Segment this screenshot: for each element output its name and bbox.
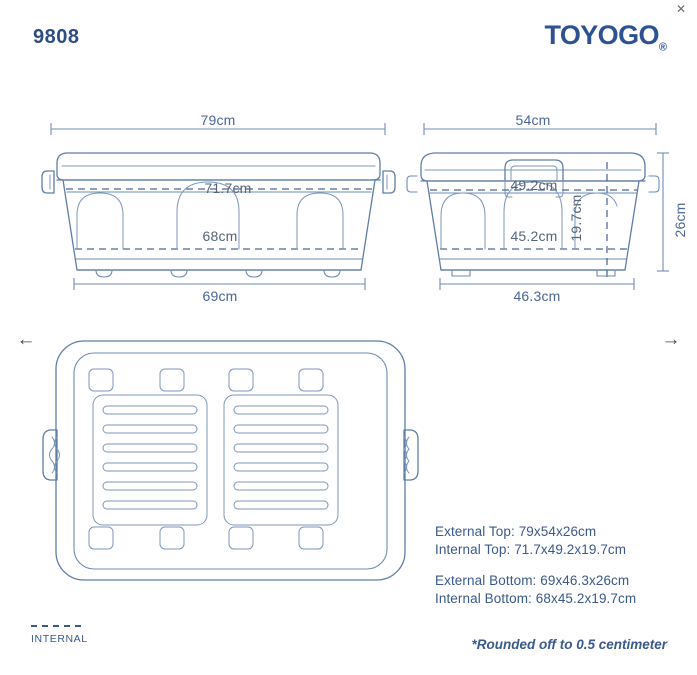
side-external-bottom-label: 46.3cm xyxy=(513,288,561,304)
legend-dashed-swatch xyxy=(31,625,81,627)
side-internal-bottom-label: 45.2cm xyxy=(510,228,558,244)
front-external-bottom-label: 69cm xyxy=(202,288,238,304)
side-view-group xyxy=(406,123,669,290)
top-view-right-handle xyxy=(403,429,419,481)
spec-internal-bottom: Internal Bottom: 68x45.2x19.7cm xyxy=(435,591,637,606)
side-internal-top-label: 49.2cm xyxy=(510,177,558,193)
side-internal-height-label: 19.7cm xyxy=(568,194,584,242)
side-height-dimension-line xyxy=(657,152,669,272)
previous-image-arrow[interactable]: ← xyxy=(16,329,36,350)
front-external-top-label: 79cm xyxy=(200,112,236,128)
spec-internal-top: Internal Top: 71.7x49.2x19.7cm xyxy=(435,542,627,557)
brand-name: TOYOGO xyxy=(544,20,659,50)
legend: INTERNAL xyxy=(31,625,101,645)
product-sku-code: 9808 xyxy=(33,26,80,48)
front-view-group xyxy=(41,123,396,290)
side-external-height-label: 26cm xyxy=(672,202,688,238)
next-image-arrow[interactable]: → xyxy=(661,329,681,350)
rounding-footnote: *Rounded off to 0.5 centimeter xyxy=(471,637,667,652)
front-internal-top-label: 71.7cm xyxy=(204,180,252,196)
spec-external-top: External Top: 79x54x26cm xyxy=(435,524,597,539)
top-view-left-handle xyxy=(42,429,60,481)
close-icon[interactable]: ✕ xyxy=(675,2,687,16)
spec-external-bottom: External Bottom: 69x46.3x26cm xyxy=(435,573,630,588)
toyogo-logo: TOYOGO® xyxy=(544,20,667,53)
legend-label-internal: INTERNAL xyxy=(31,633,88,645)
top-view-group xyxy=(42,340,419,581)
front-internal-bottom-label: 68cm xyxy=(202,228,238,244)
side-external-top-label: 54cm xyxy=(515,112,551,128)
registered-trademark-icon: ® xyxy=(658,41,667,54)
